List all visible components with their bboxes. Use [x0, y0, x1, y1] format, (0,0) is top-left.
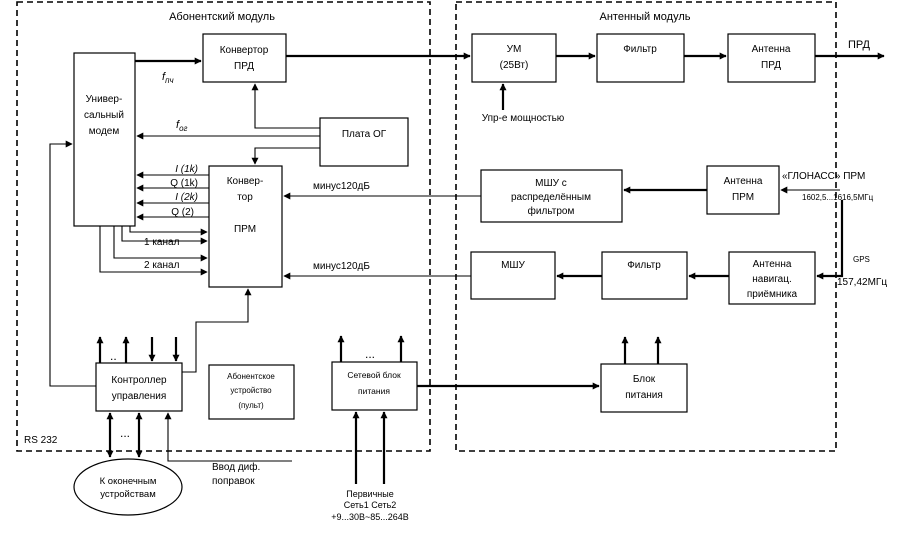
primary-label-line2: Сеть1 Сеть2	[344, 500, 397, 510]
modem-ctrl-line-2	[121, 226, 208, 245]
modem-ctrl-line-1	[129, 226, 208, 236]
svg-text:Конвер-: Конвер-	[227, 176, 264, 187]
minus120-bottom-label: минус120дБ	[313, 261, 370, 272]
og-to-rx-converter-arrow	[251, 147, 320, 165]
og-board-block: Плата ОГ	[319, 117, 409, 167]
lna-block: МШУ	[470, 251, 556, 300]
primary-label-line1: Первичные	[346, 489, 393, 499]
svg-text:(25Вт): (25Вт)	[500, 60, 529, 71]
svg-text:ПРД: ПРД	[761, 60, 781, 71]
i2k-label: I (2k)	[175, 192, 198, 203]
dgps-input-arrow	[164, 412, 292, 462]
modem-ctrl-line-3	[113, 226, 208, 262]
prd-output-label: ПРД	[848, 39, 871, 51]
power-unit-block: Блок питания	[600, 363, 688, 413]
f-og-label: fог	[176, 119, 188, 133]
svg-text:ПРМ: ПРМ	[732, 192, 754, 203]
nav-antenna-block: Антенна навигац. приёмника	[728, 251, 816, 305]
svg-text:Плата ОГ: Плата ОГ	[342, 129, 387, 140]
svg-text:устройство: устройство	[230, 386, 272, 395]
dgps-label-line1: Ввод диф.	[212, 461, 260, 473]
svg-text:устройствам: устройствам	[100, 489, 155, 500]
dgps-label-line2: поправок	[212, 476, 255, 487]
glonass-label: «ГЛОНАСС» ПРМ	[782, 171, 865, 182]
network-psu-block: Сетевой блок питания	[331, 361, 418, 411]
terminal-devices-ellipse: К оконечным устройствам	[73, 458, 183, 516]
svg-text:Контроллер: Контроллер	[111, 375, 167, 386]
controller-block: Контроллер управления	[95, 362, 183, 412]
svg-text:Блок: Блок	[633, 374, 656, 385]
minus120-top-label: минус120дБ	[313, 181, 370, 192]
svg-text:Антенна: Антенна	[752, 44, 791, 55]
svg-text:тор: тор	[237, 192, 253, 203]
svg-text:модем: модем	[89, 126, 120, 137]
subscriber-device-block: Абонентское устройство (пульт)	[208, 364, 295, 420]
modem-block: Универ- сальный модем	[73, 52, 136, 227]
svg-text:Конвертор: Конвертор	[220, 45, 269, 56]
og-to-tx-converter-arrow	[251, 83, 320, 129]
svg-text:Антенна: Антенна	[724, 176, 763, 187]
rs232-line	[49, 140, 96, 387]
svg-text:сальный: сальный	[84, 110, 124, 121]
rx-converter-block: Конвер- тор ПРМ	[208, 165, 283, 288]
q1k-label: Q (1k)	[170, 178, 198, 189]
subscriber-module-title: Абонентский модуль	[169, 11, 275, 23]
svg-text:Фильтр: Фильтр	[623, 44, 657, 55]
psu-dots-label: ...	[365, 347, 375, 361]
svg-text:Сетевой блок: Сетевой блок	[347, 370, 401, 380]
svg-text:приёмника: приёмника	[747, 289, 798, 300]
svg-text:К оконечным: К оконечным	[100, 476, 157, 487]
svg-text:(пульт): (пульт)	[238, 401, 264, 410]
nav-filter-block: Фильтр	[601, 251, 688, 300]
i1k-label: I (1k)	[175, 164, 198, 175]
svg-text:Фильтр: Фильтр	[627, 260, 661, 271]
svg-text:навигац.: навигац.	[752, 274, 791, 285]
tx-filter-block: Фильтр	[596, 33, 685, 83]
svg-text:фильтром: фильтром	[528, 205, 575, 217]
rx-antenna-block: Антенна ПРМ	[706, 165, 780, 215]
svg-text:питания: питания	[625, 390, 663, 401]
primary-label-line3: +9...30В~85...264В	[331, 512, 409, 522]
svg-text:управления: управления	[112, 391, 167, 402]
svg-text:распределённым: распределённым	[511, 192, 591, 203]
gps-label: GPS	[853, 255, 870, 264]
lna-distributed-filter-block: МШУ с распределённым фильтром	[480, 169, 623, 223]
tx-converter-block: Конвертор ПРД	[202, 33, 287, 83]
power-amp-block: УМ (25Вт)	[471, 33, 557, 83]
svg-text:питания: питания	[358, 386, 390, 396]
svg-text:МШУ с: МШУ с	[535, 178, 567, 189]
modem-ctrl-line-4	[99, 226, 208, 276]
svg-text:ПРМ: ПРМ	[234, 224, 256, 235]
gps-input-arrow	[816, 200, 844, 280]
q2-label: Q (2)	[171, 207, 194, 218]
svg-text:Антенна: Антенна	[753, 259, 792, 270]
antenna-module-title: Антенный модуль	[600, 11, 691, 23]
controller-to-rx-converter-arrow	[182, 288, 252, 373]
gps-freq-label: 157,42МГц	[837, 277, 887, 288]
channel1-label: 1 канал	[144, 237, 180, 248]
svg-text:Универ-: Универ-	[86, 94, 123, 105]
svg-text:УМ: УМ	[507, 44, 522, 55]
f-pch-label: fпч	[162, 71, 174, 85]
controller-dots-label: ..	[110, 349, 117, 363]
tx-antenna-block: Антенна ПРД	[727, 33, 816, 83]
terminal-dots-label: ...	[120, 426, 130, 440]
svg-text:МШУ: МШУ	[501, 260, 525, 271]
svg-text:ПРД: ПРД	[234, 61, 254, 72]
svg-text:Абонентское: Абонентское	[227, 372, 275, 381]
power-control-label: Упр-е мощностью	[482, 113, 565, 124]
channel2-label: 2 канал	[144, 260, 180, 271]
antenna-module-frame	[455, 1, 837, 452]
rs232-label: RS 232	[24, 435, 58, 446]
glonass-freq-label: 1602,5...1616,5МГц	[802, 193, 874, 202]
